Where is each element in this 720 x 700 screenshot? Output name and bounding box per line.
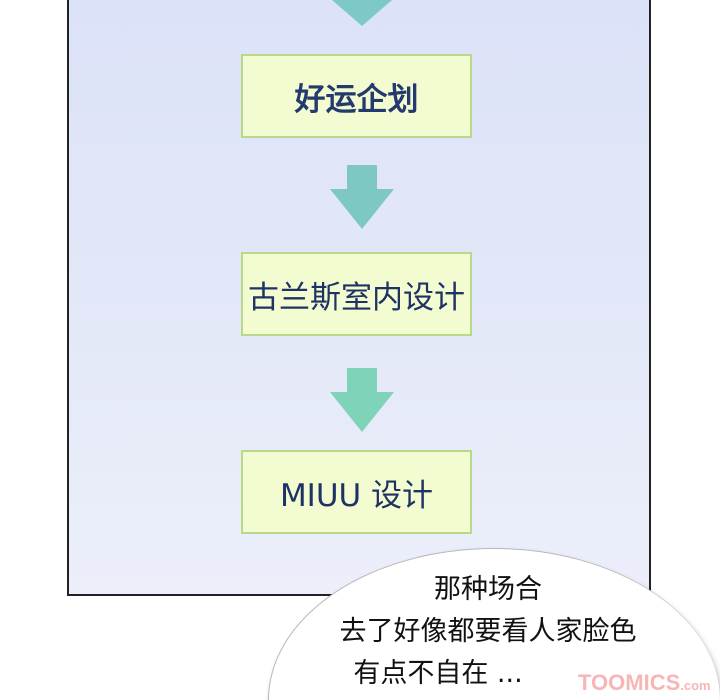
speech-line-3: 有点不自在 ... bbox=[353, 658, 523, 689]
watermark-logo: TOOMICS.com bbox=[578, 670, 711, 695]
arrow-down-icon bbox=[332, 0, 392, 26]
flow-step-2: 古兰斯室内设计 bbox=[241, 252, 472, 336]
flow-step-3: MIUU 设计 bbox=[241, 450, 472, 534]
arrow-down-icon bbox=[330, 368, 394, 432]
speech-line-2: 去了好像都要看人家脸色 bbox=[339, 616, 637, 647]
flow-step-1: 好运企划 bbox=[241, 54, 472, 138]
arrow-down-icon bbox=[330, 165, 394, 229]
speech-line-1: 那种场合 bbox=[434, 574, 542, 605]
